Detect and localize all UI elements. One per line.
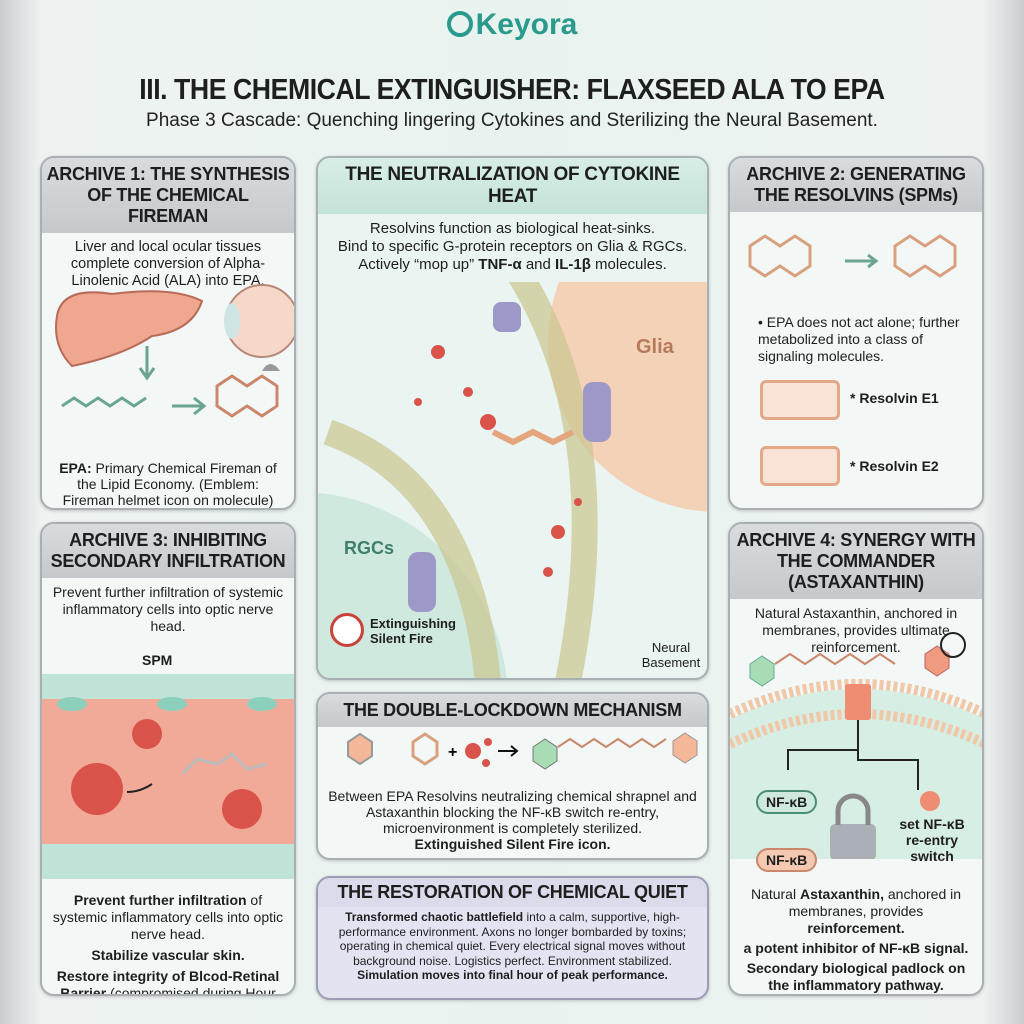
receptor bbox=[583, 382, 611, 442]
resolvin-e1-molecule bbox=[760, 380, 840, 420]
archive3-title: ARCHIVE 3: INHIBITING SECONDARY INFILTRA… bbox=[42, 524, 294, 578]
archive4-title: ARCHIVE 4: SYNERGY WITH THE COMMANDER (A… bbox=[730, 524, 982, 599]
page-subtitle: Phase 3 Cascade: Quenching lingering Cyt… bbox=[146, 110, 878, 131]
neutralization-title: THE NEUTRALIZATION OF CYTOKINE HEAT bbox=[318, 158, 707, 214]
lockdown-text: Between EPA Resolvins neutralizing chemi… bbox=[328, 788, 697, 852]
extinguishing-label: Extinguishing Silent Fire bbox=[370, 616, 456, 646]
svg-text:+: + bbox=[448, 744, 457, 761]
nfkb-badge-active: NF-κB bbox=[756, 848, 818, 872]
restoration-text: Transformed chaotic battlefield into a c… bbox=[338, 910, 687, 982]
fireman-helmet-icon bbox=[262, 364, 280, 371]
archive1-panel: ARCHIVE 1: THE SYNTHESIS OF THE CHEMICAL… bbox=[40, 156, 296, 510]
lockdown-title: THE DOUBLE-LOCKDOWN MECHANISM bbox=[318, 694, 707, 727]
neural-basement-label: Neural Basement bbox=[641, 640, 701, 670]
archive4-summary: Natural Astaxanthin, anchored in membran… bbox=[743, 886, 969, 993]
archive2-panel: ARCHIVE 2: GENERATING THE RESOLVINS (SPM… bbox=[728, 156, 984, 510]
no-fire-icon bbox=[940, 632, 966, 658]
glia-label: Glia bbox=[636, 336, 674, 358]
neutralization-panel: THE NEUTRALIZATION OF CYTOKINE HEAT Reso… bbox=[316, 156, 709, 680]
blood-vessel-illustration bbox=[42, 674, 294, 879]
resolvin-e2-molecule bbox=[760, 446, 840, 486]
archive3-summary: Prevent further infiltration of systemic… bbox=[52, 892, 284, 996]
astaxanthin-membrane-illustration bbox=[730, 645, 982, 859]
resolvin-e1-label: * Resolvin E1 bbox=[850, 390, 939, 406]
nfkb-badge: NF-κB bbox=[756, 790, 818, 814]
neutralization-text: Resolvins function as biological heat-si… bbox=[337, 220, 688, 273]
restoration-title: THE RESTORATION OF CHEMICAL QUIET bbox=[318, 878, 707, 907]
archive3-panel: ARCHIVE 3: INHIBITING SECONDARY INFILTRA… bbox=[40, 522, 296, 996]
epa-to-resolvin-illustration bbox=[748, 234, 957, 278]
archive3-text: Prevent further infiltration of systemic… bbox=[52, 584, 284, 634]
page-title: III. THE CHEMICAL EXTINGUISHER: FLAXSEED… bbox=[139, 74, 885, 106]
liver-eye-conversion-illustration bbox=[55, 284, 294, 418]
logo: Keyora bbox=[0, 8, 1024, 42]
logo-icon bbox=[446, 11, 473, 37]
rgcs-label: RGCs bbox=[344, 538, 395, 558]
switch-label: set NF-κB re-entry switch bbox=[899, 816, 965, 864]
membrane-cytokine-illustration bbox=[318, 282, 707, 678]
lockdown-molecules-illustration: + bbox=[347, 732, 698, 770]
archive4-panel: ARCHIVE 4: SYNERGY WITH THE COMMANDER (A… bbox=[728, 522, 984, 996]
archive1-caption: EPA: Primary Chemical Fireman of the Lip… bbox=[59, 460, 277, 508]
archive1-text: Liver and local ocular tissues complete … bbox=[70, 239, 266, 289]
archive2-text: • EPA does not act alone; further metabo… bbox=[758, 314, 960, 364]
archive4-text: Natural Astaxanthin, anchored in membran… bbox=[754, 605, 958, 655]
cytokine-particles bbox=[414, 345, 582, 577]
spm-label: SPM bbox=[142, 652, 173, 668]
archive1-title: ARCHIVE 1: THE SYNTHESIS OF THE CHEMICAL… bbox=[42, 158, 294, 233]
padlock-icon bbox=[830, 824, 876, 859]
no-fire-icon bbox=[330, 613, 364, 647]
lockdown-panel: THE DOUBLE-LOCKDOWN MECHANISM + Between … bbox=[316, 692, 709, 860]
archive2-title: ARCHIVE 2: GENERATING THE RESOLVINS (SPM… bbox=[730, 158, 982, 212]
resolvin-e2-label: * Resolvin E2 bbox=[850, 458, 939, 474]
inflammatory-cell bbox=[71, 763, 123, 815]
restoration-panel: THE RESTORATION OF CHEMICAL QUIET Transf… bbox=[316, 876, 709, 1000]
